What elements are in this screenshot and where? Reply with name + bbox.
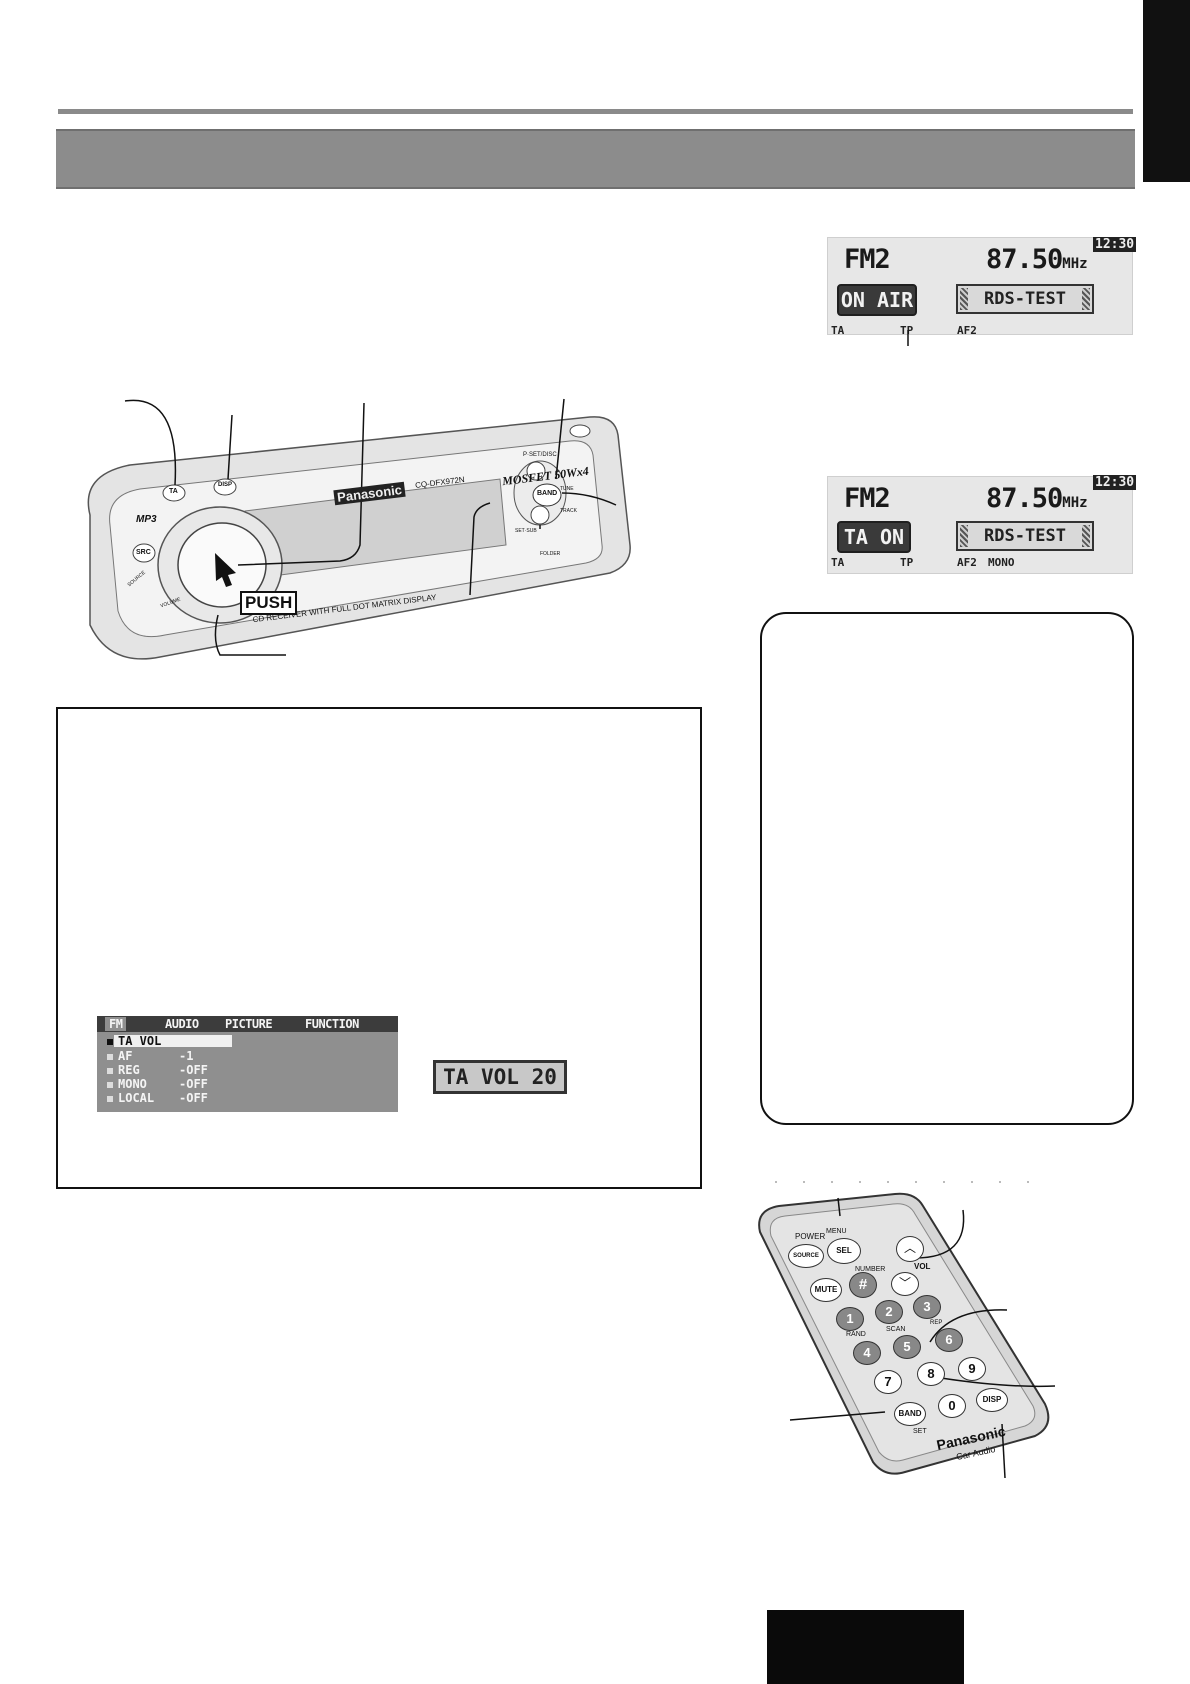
- procedure-box: [56, 707, 702, 1189]
- power-label: POWER: [795, 1232, 825, 1241]
- indicator-af: AF2: [957, 324, 977, 337]
- tab-function: FUNCTION: [305, 1017, 359, 1031]
- key-7[interactable]: 7: [874, 1370, 902, 1394]
- frequency-text: 87.50MHz: [986, 244, 1088, 275]
- tab-picture: PICTURE: [225, 1017, 272, 1031]
- tab-fm: FM: [105, 1017, 126, 1031]
- key-2[interactable]: 2: [875, 1300, 903, 1324]
- tp-leader-line: [900, 330, 920, 350]
- vol-down-button[interactable]: ﹀: [891, 1272, 919, 1296]
- hash-button[interactable]: #: [849, 1272, 877, 1298]
- push-label: PUSH: [240, 591, 297, 615]
- key-1[interactable]: 1: [836, 1307, 864, 1331]
- lcd-display-ta-on: FM2 87.50MHz TA ON RDS-TEST: [827, 476, 1133, 574]
- menu-row-local: LOCAL-OFF: [107, 1091, 154, 1105]
- menu-row-mono: MONO-OFF: [107, 1077, 147, 1091]
- remote-band-button[interactable]: BAND: [894, 1402, 926, 1426]
- key-3[interactable]: 3: [913, 1295, 941, 1319]
- language-tab: [1143, 0, 1190, 182]
- ps-name: RDS-TEST: [956, 521, 1094, 551]
- section-banner: [56, 129, 1135, 189]
- ta-button[interactable]: TA: [169, 488, 178, 495]
- rep-label: REP: [930, 1320, 942, 1326]
- menu-row-ta-vol: TA VOL: [107, 1034, 161, 1048]
- tune-label: TUNE: [560, 486, 574, 492]
- vol-label: VOL: [914, 1262, 930, 1271]
- clock-text: 12:30: [1093, 475, 1136, 490]
- status-badge: ON AIR: [837, 284, 917, 316]
- band-button[interactable]: BAND: [537, 490, 557, 497]
- track-label: TRACK: [560, 508, 577, 514]
- scan-label: SCAN: [886, 1326, 905, 1333]
- ta-vol-display: TA VOL 20: [433, 1060, 567, 1094]
- key-5[interactable]: 5: [893, 1335, 921, 1359]
- set-sub-label: SET·SUB: [515, 528, 537, 534]
- note-box: [760, 612, 1134, 1125]
- mp3-label: MP3: [136, 514, 157, 525]
- head-unit-illustration: [70, 395, 640, 675]
- status-badge: TA ON: [837, 521, 911, 553]
- set-label: SET: [913, 1428, 927, 1435]
- vol-up-button[interactable]: ︿: [896, 1236, 924, 1262]
- top-rule: [58, 109, 1133, 114]
- remote-sel-button[interactable]: SEL: [827, 1238, 861, 1264]
- folder-label: FOLDER: [540, 551, 560, 557]
- key-6[interactable]: 6: [935, 1328, 963, 1352]
- key-0[interactable]: 0: [938, 1394, 966, 1418]
- pset-label: P·SET/DISC: [523, 452, 557, 458]
- rand-label: RAND: [846, 1331, 866, 1338]
- menu-screen: FM AUDIO PICTURE FUNCTION TA VOL AF-1 RE…: [97, 1016, 398, 1112]
- indicator-tp: TP: [900, 556, 913, 569]
- key-9[interactable]: 9: [958, 1357, 986, 1381]
- clock-text: 12:30: [1093, 237, 1136, 252]
- band-text: FM2: [844, 244, 890, 275]
- tab-audio: AUDIO: [165, 1017, 199, 1031]
- frequency-text: 87.50MHz: [986, 483, 1088, 514]
- src-button[interactable]: SRC: [136, 549, 151, 556]
- lcd-display-on-air: FM2 87.50MHz ON AIR RDS-TEST: [827, 237, 1133, 335]
- indicator-ta: TA: [831, 556, 844, 569]
- indicator-ta: TA: [831, 324, 844, 337]
- remote-source-button[interactable]: SOURCE: [788, 1244, 824, 1268]
- disp-button[interactable]: DISP: [218, 482, 232, 488]
- menu-row-af: AF-1: [107, 1049, 132, 1063]
- remote-disp-button[interactable]: DISP: [976, 1388, 1008, 1412]
- mute-button[interactable]: MUTE: [810, 1278, 842, 1302]
- band-text: FM2: [844, 483, 890, 514]
- menu-label: MENU: [826, 1228, 847, 1235]
- ps-name: RDS-TEST: [956, 284, 1094, 314]
- indicator-af: AF2: [957, 556, 977, 569]
- key-4[interactable]: 4: [853, 1341, 881, 1365]
- remote-illustration: [745, 1180, 1075, 1480]
- menu-tabs: FM AUDIO PICTURE FUNCTION: [97, 1016, 398, 1032]
- indicator-mono: MONO: [988, 556, 1015, 569]
- menu-row-reg: REG-OFF: [107, 1063, 140, 1077]
- key-8[interactable]: 8: [917, 1362, 945, 1386]
- page-number-tab: [767, 1610, 964, 1684]
